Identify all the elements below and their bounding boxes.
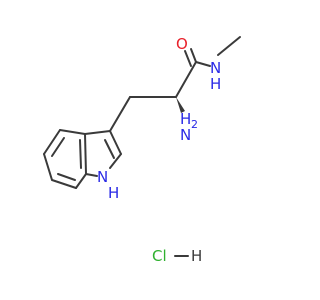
bond-c2-n1: [109, 153, 122, 169]
atom-label-amide-n: N: [210, 59, 221, 77]
bond-c3-c2-b: [104, 139, 115, 159]
structure-canvas: O N H H N 2 N H Cl H: [43, 35, 241, 265]
bond-c6-c7-a: [51, 179, 77, 189]
bond-beta-c3: [109, 96, 131, 132]
bond-n1-c7a: [85, 173, 98, 177]
bond-carbonyl-o-1: [190, 48, 197, 63]
atom-label-indole-n: N: [97, 168, 108, 186]
atom-label-amine-h-count: 2: [191, 118, 198, 131]
bond-group: [43, 36, 241, 257]
bond-c3-c2-a: [109, 130, 122, 155]
wedge-bond-amine: [176, 97, 185, 113]
bond-c3a-c7a-inner: [79, 139, 82, 169]
salt-label-h: H: [191, 247, 202, 265]
bond-c3a-c4: [59, 129, 86, 135]
bond-c4-c5-b: [51, 137, 65, 157]
atom-label-o: O: [176, 35, 188, 53]
atom-label-amide-h: H: [210, 75, 221, 93]
bond-c3-c3a: [84, 130, 111, 135]
bond-c4-c5-a: [43, 129, 61, 155]
atom-label-amine-h: H: [180, 110, 191, 128]
bond-c6-c7-b: [57, 173, 76, 181]
bond-carbonyl-n: [195, 61, 211, 67]
bond-c7a-c3a: [84, 133, 87, 175]
bond-c5-c6: [43, 153, 53, 181]
atom-label-indole-h: H: [108, 184, 119, 202]
atom-label-amine-n: N: [180, 126, 191, 144]
salt-label-cl: Cl: [152, 247, 167, 265]
bond-nmethyl: [217, 36, 241, 56]
bond-carbonyl-o-2: [184, 50, 192, 67]
bond-c7-c7a: [75, 173, 87, 189]
molecule-drawing: O N H H N 2 N H Cl H: [43, 35, 241, 265]
bond-carbonyl-alpha: [175, 61, 197, 98]
